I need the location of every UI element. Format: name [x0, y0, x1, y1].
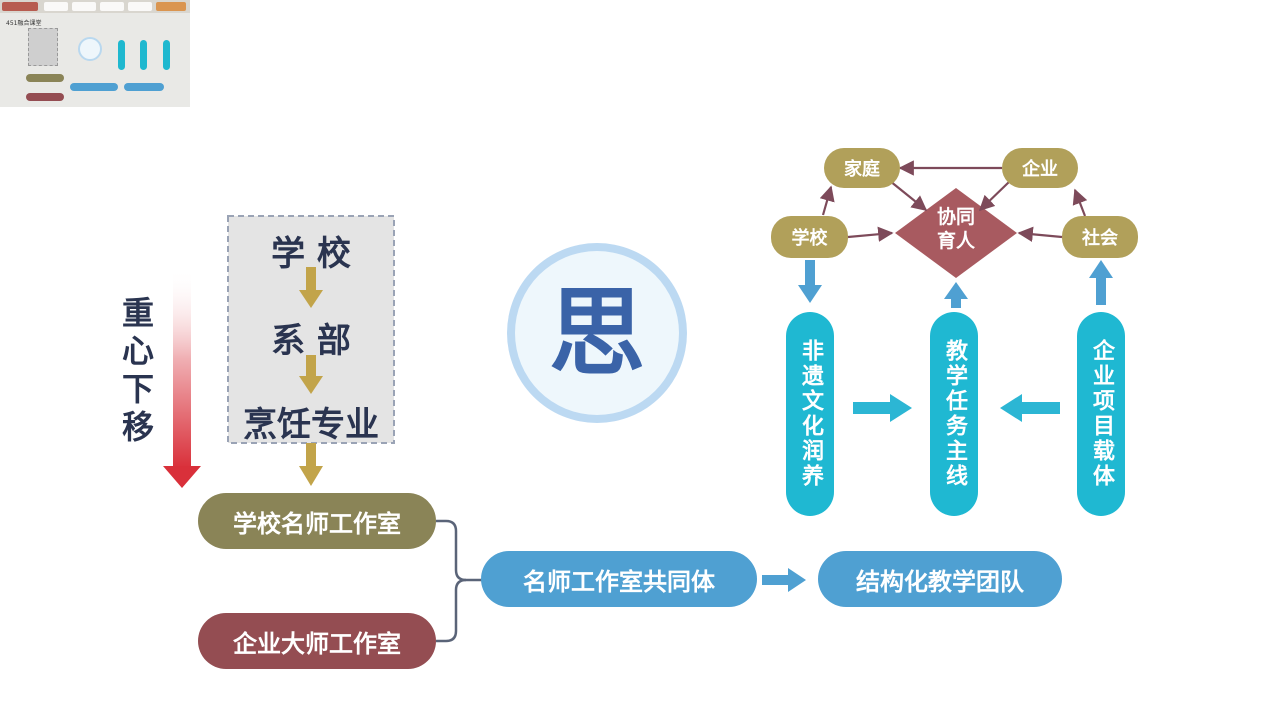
node-school: 学校: [771, 216, 848, 258]
column-enterprise-project-label: 企业项目载体: [1089, 339, 1114, 489]
pill-structured-teaching-team: 结构化教学团队: [818, 551, 1062, 607]
pill-studio-community: 名师工作室共同体: [481, 551, 757, 607]
vertical-label-center-down: 重心下移: [121, 294, 154, 446]
thumbnail-menu-item: [100, 2, 124, 11]
step-department: 系 部: [271, 321, 351, 361]
thumbnail-flow-box: [28, 28, 58, 66]
think-character: 思: [549, 277, 645, 389]
column-teaching-task: 教学任务主线: [930, 312, 978, 516]
thumbnail-menu-item: [156, 2, 186, 11]
teal-horizontal-arrows: [853, 394, 1060, 422]
collab-center-label: 协同 育人: [916, 205, 996, 253]
thumbnail-menu-item: [128, 2, 152, 11]
thumbnail-header: [0, 0, 190, 13]
thumbnail-menu-item: [44, 2, 68, 11]
gold-down-arrows: [299, 267, 323, 486]
thumbnail-column: [140, 40, 147, 70]
thumbnail-pill-team: [124, 83, 164, 91]
collab-center-line2: 育人: [936, 230, 975, 252]
red-down-arrow: [163, 268, 201, 488]
node-family: 家庭: [824, 148, 900, 188]
connector-school-studio: [436, 519, 482, 582]
column-enterprise-project: 企业项目载体: [1077, 312, 1125, 516]
thumbnail-pill-school: [26, 74, 64, 82]
thumbnail-column: [163, 40, 170, 70]
pill-school-master-studio: 学校名师工作室: [198, 493, 436, 549]
step-major: 烹饪专业: [243, 405, 379, 445]
thumbnail-title: 451融合课堂: [6, 20, 42, 27]
collab-arrows: [819, 160, 1088, 242]
slide-thumbnail[interactable]: 451融合课堂: [0, 0, 190, 107]
column-heritage-label: 非遗文化润养: [798, 339, 823, 489]
thumbnail-pill-community: [70, 83, 118, 91]
node-enterprise: 企业: [1002, 148, 1078, 188]
thumbnail-think-circle: [78, 37, 102, 61]
node-society: 社会: [1062, 216, 1138, 258]
pill-enterprise-master-studio: 企业大师工作室: [198, 613, 436, 669]
connector-enterprise-studio: [436, 578, 467, 643]
column-teaching-task-label: 教学任务主线: [942, 339, 967, 489]
thumbnail-pill-enterprise: [26, 93, 64, 101]
step-school: 学 校: [271, 234, 351, 274]
collab-center-line1: 协同: [936, 206, 975, 228]
blue-vertical-arrows: [798, 260, 1113, 308]
thumbnail-menu-item: [72, 2, 96, 11]
thumbnail-logo: [2, 2, 38, 11]
think-circle: [515, 251, 679, 415]
arrow-community-to-team: [762, 568, 806, 592]
thumbnail-column: [118, 40, 125, 70]
column-heritage-culture: 非遗文化润养: [786, 312, 834, 516]
